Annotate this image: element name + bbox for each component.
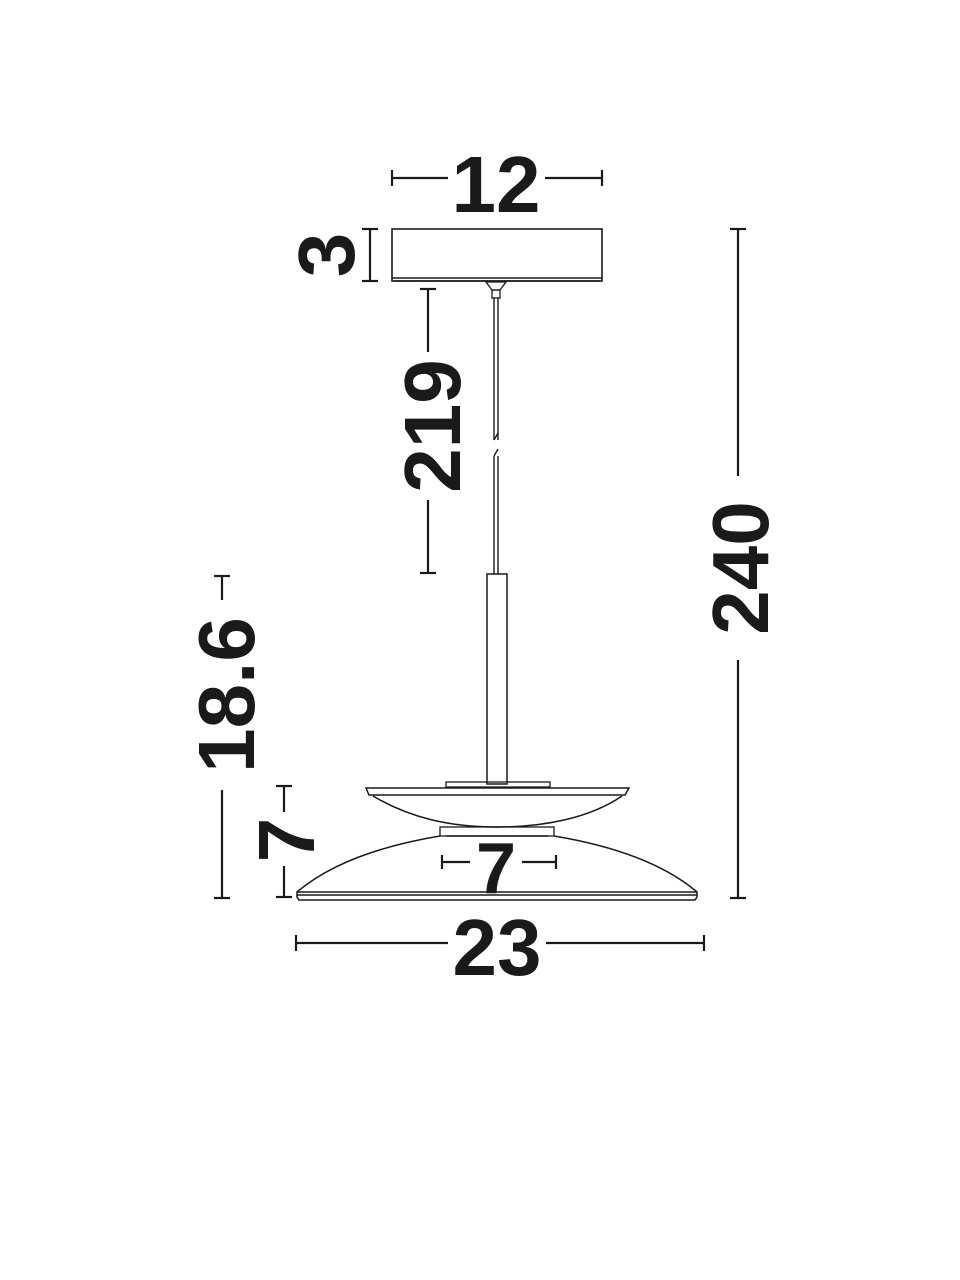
- ceiling-canopy: [391, 228, 603, 282]
- dimension-shade-diameter: 23: [294, 903, 706, 992]
- label-cable-length: 219: [388, 359, 477, 492]
- label-shade-height: 7: [242, 818, 331, 863]
- label-total-height: 240: [696, 501, 785, 634]
- lower-shade: [296, 835, 698, 901]
- label-canopy-height: 3: [282, 233, 371, 278]
- label-neck-width: 7: [476, 829, 516, 909]
- label-canopy-width: 12: [452, 140, 541, 229]
- neck-connector: [439, 826, 555, 837]
- suspension-cable: [493, 298, 499, 574]
- lamp-outline: [296, 228, 698, 901]
- upper-disc: [364, 787, 631, 828]
- dimension-lamp-height: 18.6: [182, 574, 271, 900]
- dimension-shade-height: 7: [242, 784, 331, 899]
- dimension-canopy-width: 12: [390, 140, 604, 229]
- top-plate: [445, 781, 551, 788]
- stem-tube: [486, 573, 508, 785]
- label-shade-diameter: 23: [453, 903, 542, 992]
- dimension-cable-length: 219: [388, 287, 477, 575]
- dimension-neck-width: 7: [440, 829, 558, 909]
- dimension-canopy-height: 3: [282, 227, 378, 283]
- label-lamp-height: 18.6: [182, 617, 271, 773]
- dimension-total-height: 240: [696, 227, 785, 900]
- cable-grip: [484, 281, 508, 299]
